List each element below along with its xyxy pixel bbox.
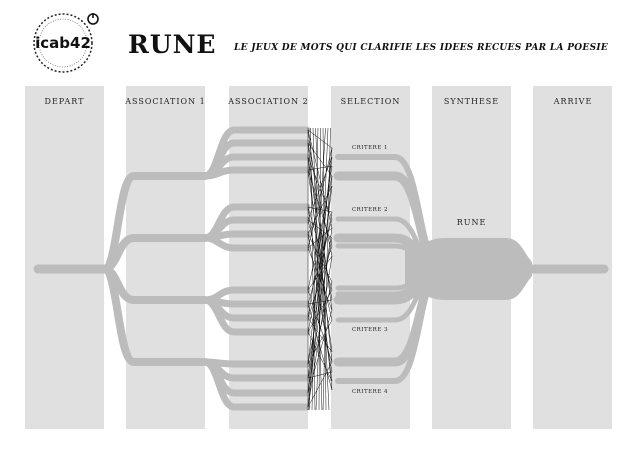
- column-label-selection: SELECTION: [341, 97, 401, 106]
- logo-ring: [33, 13, 93, 73]
- crossing-line: [308, 127, 326, 411]
- column-labels: DEPART ASSOCIATION 1 ASSOCIATION 2 SELEC…: [45, 97, 593, 106]
- logo-text: icab42: [35, 34, 91, 52]
- column-label-association-2: ASSOCIATION 2: [227, 97, 308, 106]
- crossing-line: [310, 127, 316, 411]
- crossing-line: [307, 233, 333, 373]
- crossing-line: [322, 127, 331, 411]
- logo-inner-ring: [38, 18, 88, 68]
- flow-branch-a2: [201, 230, 311, 242]
- crossing-line: [318, 127, 321, 411]
- flow-branch-a2: [201, 296, 311, 336]
- crossing-line: [307, 371, 333, 379]
- flow-branch-a2: [201, 166, 311, 180]
- column-backgrounds: [25, 86, 612, 429]
- column-association-1: [126, 86, 205, 429]
- crossing-line: [311, 127, 319, 411]
- flow-branch-a2: [201, 234, 311, 252]
- crossing-line: [307, 289, 333, 363]
- criteria-label-3: CRITERE 3: [352, 327, 388, 333]
- crossing-line: [307, 317, 333, 353]
- crossing-line: [307, 247, 333, 311]
- crossing-line: [322, 127, 327, 411]
- synthesis-blob: [405, 238, 532, 300]
- page-subtitle: LE JEUX DE MOTS QUI CLARIFIE LES IDEES R…: [233, 43, 608, 53]
- criteria-label-2: CRITERE 2: [352, 207, 388, 213]
- crossing-line: [307, 129, 333, 149]
- column-label-arrive: ARRIVE: [553, 97, 593, 106]
- column-arrive: [533, 86, 612, 429]
- crossing-line: [307, 147, 333, 394]
- flow-branch-a1: [100, 265, 209, 366]
- flow-branch-a2: [201, 296, 311, 308]
- column-label-synthese: SYNTHESE: [444, 97, 499, 106]
- logo: icab42: [33, 13, 99, 73]
- crossing-lines: [307, 127, 333, 411]
- crossing-line: [307, 142, 333, 177]
- flow-branch-a2: [201, 358, 311, 411]
- column-label-depart: DEPART: [45, 97, 85, 106]
- column-depart: [25, 86, 104, 429]
- crossing-line: [307, 255, 333, 408]
- flow-branch-a2: [201, 358, 311, 368]
- criteria-label-1: CRITERE 1: [352, 145, 388, 151]
- page-title: RUNE: [128, 30, 217, 59]
- crossing-line: [307, 165, 333, 171]
- crossing-line: [307, 237, 333, 365]
- column-label-association-1: ASSOCIATION 1: [124, 97, 205, 106]
- column-selection: [331, 86, 410, 429]
- synthesis-label: RUNE: [457, 218, 487, 227]
- crossing-line: [315, 127, 329, 411]
- criteria-labels: CRITERE 1 CRITERE 2 CRITERE 3 CRITERE 4: [352, 145, 388, 395]
- criteria-label-4: CRITERE 4: [352, 389, 388, 395]
- synthesis-shape: [405, 238, 532, 300]
